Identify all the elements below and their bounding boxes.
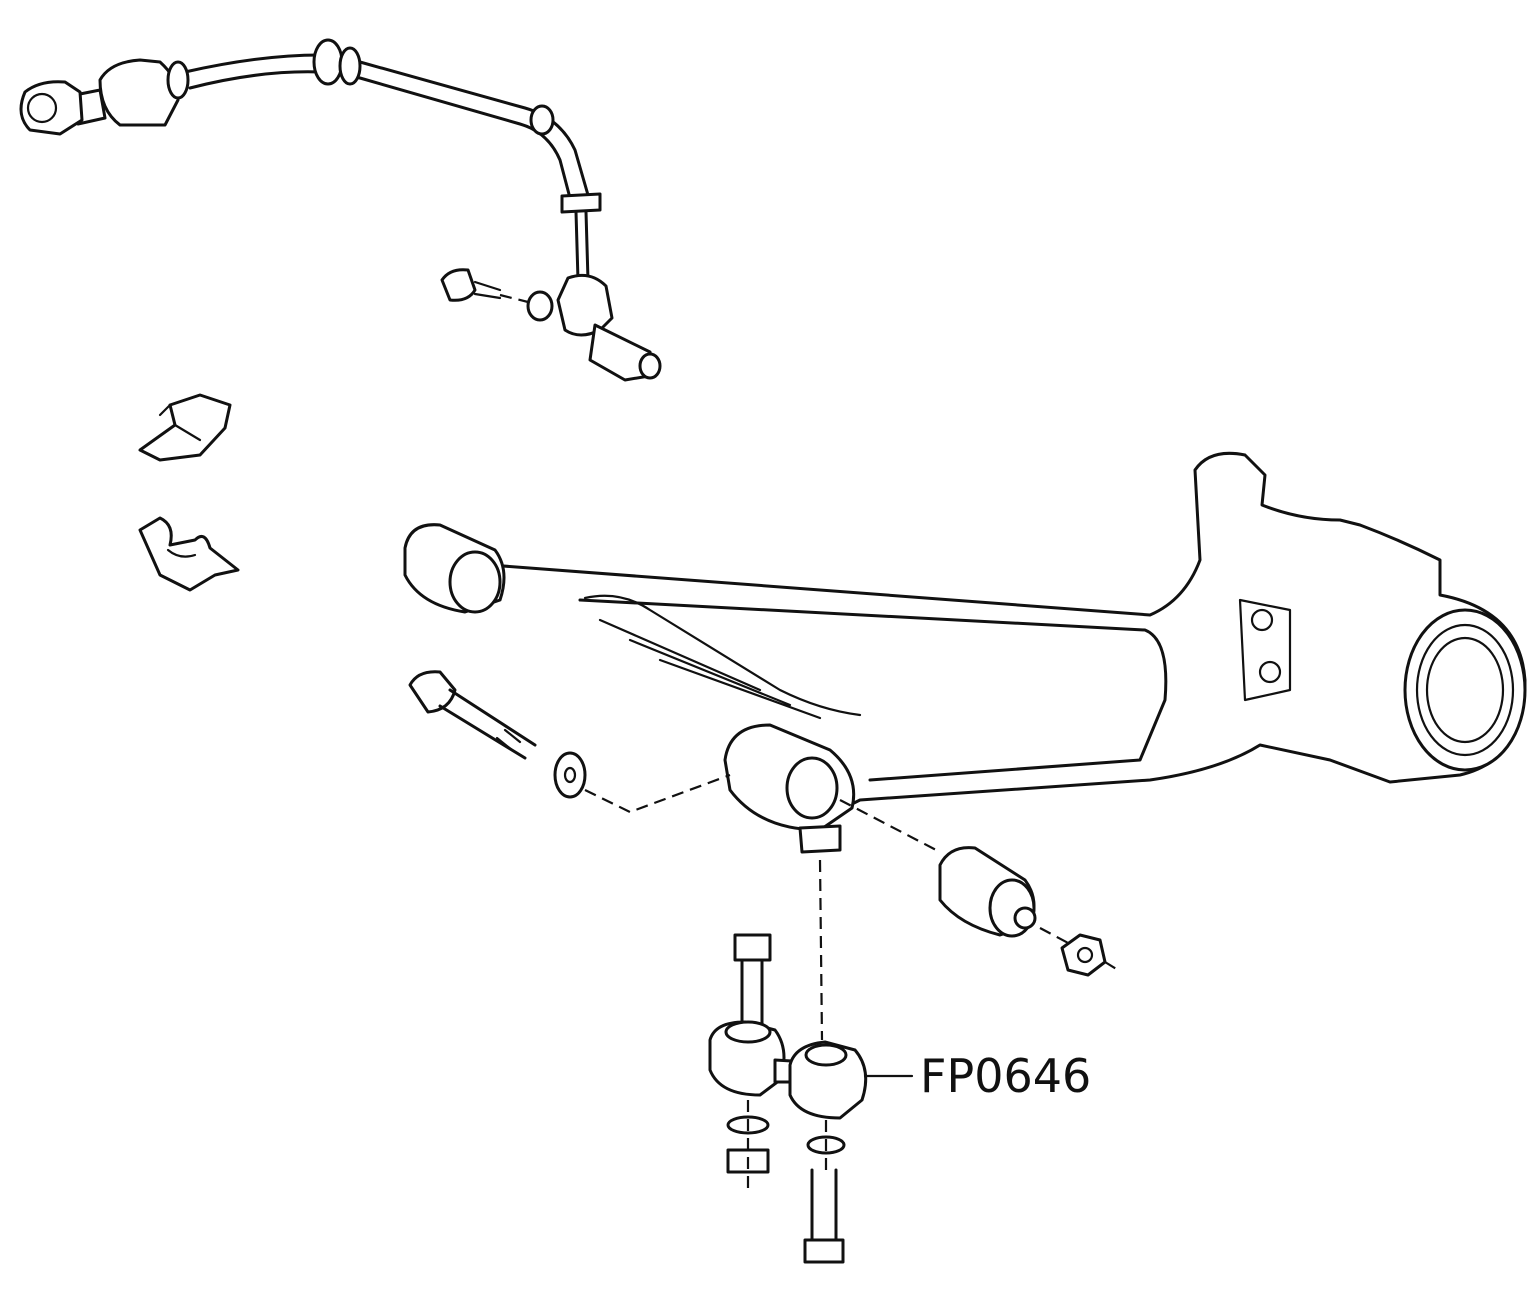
anti-roll-bar bbox=[19, 38, 662, 382]
pivot-bolt bbox=[408, 670, 731, 814]
rear-bush-and-nut bbox=[839, 799, 1119, 977]
lower-wishbone bbox=[403, 451, 1527, 854]
retaining-clips bbox=[138, 393, 240, 592]
lower-link-assembly bbox=[708, 859, 914, 1264]
callout-label-fp0646: FP0646 bbox=[920, 1049, 1091, 1103]
